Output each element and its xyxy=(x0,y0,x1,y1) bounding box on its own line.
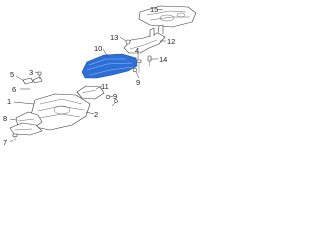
callout-1: 1 xyxy=(7,97,11,106)
callout-9b: 9 xyxy=(113,92,117,101)
parts-diagram: 15 13 12 10 14 4 9 5 3 6 11 9 1 2 8 7 xyxy=(3,5,197,147)
tunnel-plate xyxy=(9,111,43,136)
stud xyxy=(37,71,42,79)
callout-12: 12 xyxy=(167,37,175,46)
leader-lines xyxy=(9,8,166,143)
mounting-bracket-clips xyxy=(22,76,43,85)
callout-14: 14 xyxy=(159,55,167,64)
callout-2: 2 xyxy=(94,110,98,119)
small-heat-shield xyxy=(76,85,105,100)
rear-heat-shield xyxy=(138,5,197,28)
shield-bracket xyxy=(123,24,166,54)
callout-15: 15 xyxy=(150,5,158,14)
callout-5: 5 xyxy=(10,70,14,79)
callout-10: 10 xyxy=(94,44,102,53)
callout-7: 7 xyxy=(3,138,7,147)
callout-9: 9 xyxy=(136,78,140,87)
front-heat-shield xyxy=(30,93,91,131)
callout-labels: 15 13 12 10 14 4 9 5 3 6 11 9 1 2 8 7 xyxy=(3,5,175,147)
callout-11: 11 xyxy=(101,82,109,91)
shield-bolt xyxy=(147,55,152,66)
callout-6: 6 xyxy=(12,85,16,94)
highlighted-heat-shield xyxy=(81,53,138,79)
callout-4: 4 xyxy=(135,46,139,55)
callout-8: 8 xyxy=(3,114,7,123)
callout-3: 3 xyxy=(29,68,33,77)
callout-13: 13 xyxy=(110,33,118,42)
washer xyxy=(114,99,118,103)
hex-nut xyxy=(125,39,131,45)
bottom-bolt xyxy=(12,133,18,141)
retaining-clip xyxy=(132,67,138,73)
mounting-bolt xyxy=(136,59,142,73)
